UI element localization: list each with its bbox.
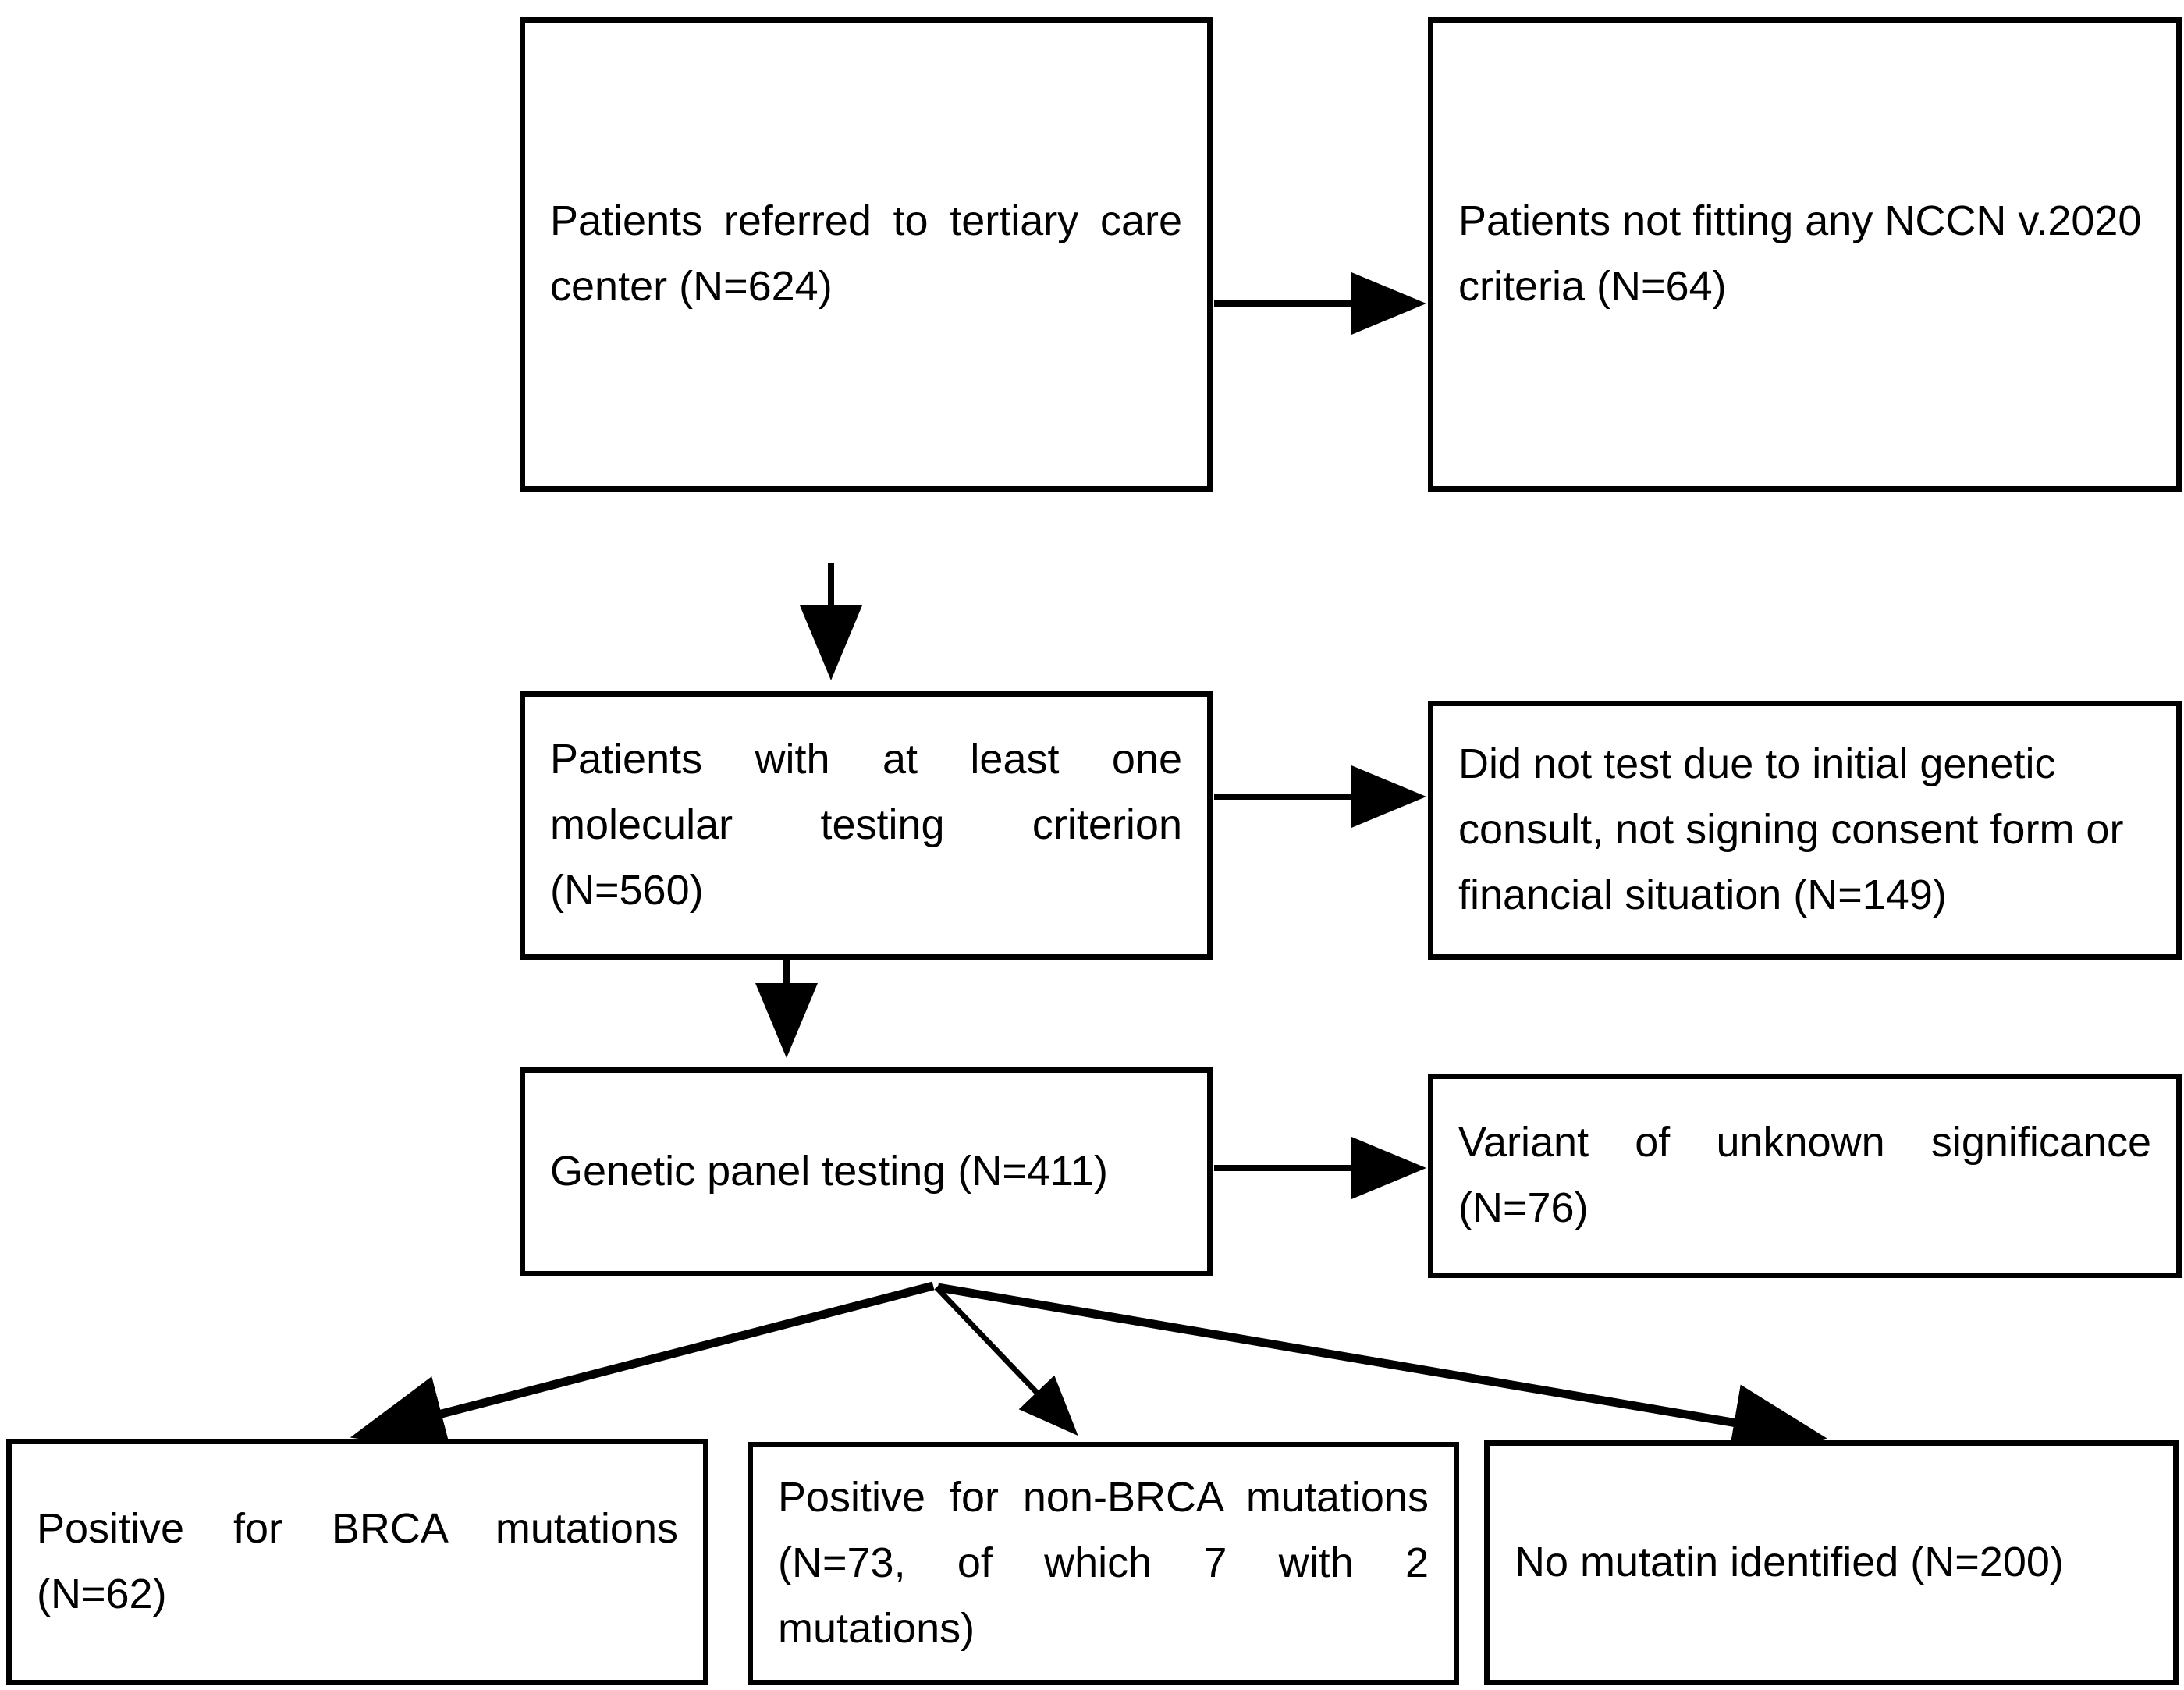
node-patients-not-fitting-nccn-label: Patients not fitting any NCCN v.2020 cri… [1458, 197, 2142, 310]
node-patients-referred-label: Patients referred to tertiary care cente… [550, 197, 1182, 310]
node-patients-with-criterion[interactable]: Patients with at least one molecular tes… [520, 691, 1213, 960]
node-patients-referred[interactable]: Patients referred to tertiary care cente… [520, 17, 1213, 492]
edge-panel-to-nonbrca [934, 1285, 1078, 1436]
node-no-mutation-identified-label: No mutatin identified (N=200) [1515, 1539, 2064, 1586]
node-genetic-panel-testing-label: Genetic panel testing (N=411) [550, 1148, 1108, 1195]
node-variant-unknown-significance[interactable]: Variant of unknown significance (N=76) [1428, 1074, 2182, 1278]
node-did-not-test[interactable]: Did not test due to initial genetic cons… [1428, 701, 2182, 960]
edge-panel-to-nomut [937, 1283, 1827, 1461]
node-positive-non-brca[interactable]: Positive for non-BRCA mutations (N=73, o… [748, 1442, 1459, 1685]
node-positive-non-brca-label: Positive for non-BRCA mutations (N=73, o… [778, 1474, 1429, 1652]
node-positive-brca-label: Positive for BRCA mutations (N=62) [37, 1505, 678, 1617]
edge-panel-to-brca [350, 1281, 935, 1451]
node-did-not-test-label: Did not test due to initial genetic cons… [1458, 740, 2124, 918]
node-no-mutation-identified[interactable]: No mutatin identified (N=200) [1484, 1440, 2179, 1685]
node-patients-with-criterion-label: Patients with at least one molecular tes… [550, 736, 1182, 914]
node-positive-brca[interactable]: Positive for BRCA mutations (N=62) [6, 1439, 708, 1685]
node-genetic-panel-testing[interactable]: Genetic panel testing (N=411) [520, 1067, 1213, 1276]
node-variant-unknown-significance-label: Variant of unknown significance (N=76) [1458, 1119, 2151, 1231]
node-patients-not-fitting-nccn[interactable]: Patients not fitting any NCCN v.2020 cri… [1428, 17, 2182, 492]
